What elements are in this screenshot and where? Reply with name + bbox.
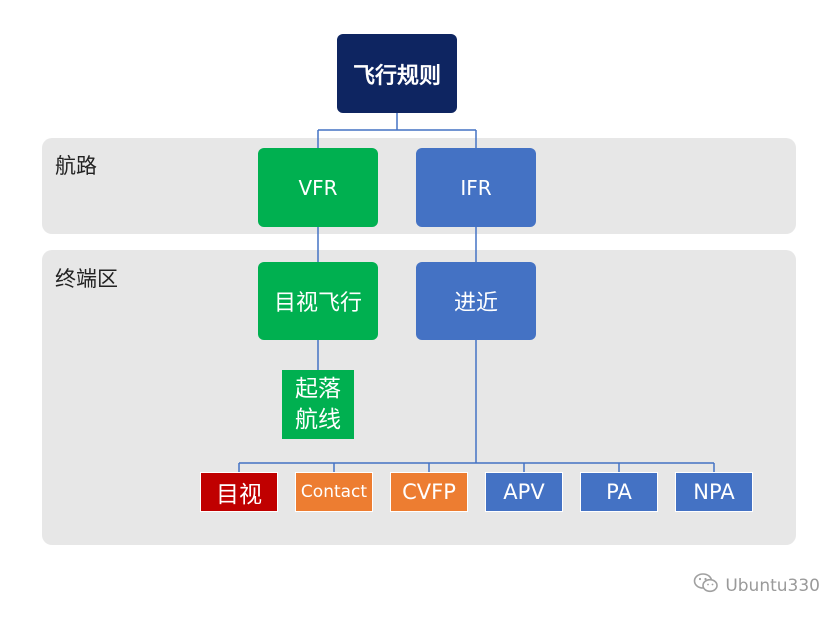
approach-type-cvfp: CVFP: [390, 472, 468, 512]
terminal-band-label: 终端区: [55, 267, 118, 291]
watermark-text: Ubuntu330: [725, 575, 820, 596]
approach-type-label: Contact: [300, 482, 368, 502]
enroute-band-label: 航路: [55, 154, 97, 178]
approach-node: 进近: [416, 262, 536, 340]
traffic-pattern-node: 起落 航线: [282, 370, 354, 439]
vfr-node: VFR: [258, 148, 378, 227]
approach-type-apv: APV: [485, 472, 563, 512]
approach-type-label: PA: [606, 480, 632, 504]
traffic-pattern-label-line2: 航线: [295, 406, 341, 433]
approach-type-npa: NPA: [675, 472, 753, 512]
vfr-label: VFR: [298, 175, 338, 200]
approach-type-label: CVFP: [402, 480, 456, 504]
visual-flight-node: 目视飞行: [258, 262, 378, 340]
ifr-node: IFR: [416, 148, 536, 227]
root-node: 飞行规则: [337, 34, 457, 113]
root-label: 飞行规则: [352, 63, 441, 89]
watermark: Ubuntu330: [693, 572, 820, 599]
approach-type-label: NPA: [693, 480, 735, 504]
wechat-icon: [693, 572, 719, 599]
visual-flight-label: 目视飞行: [273, 291, 362, 316]
approach-type-contact: Contact: [295, 472, 373, 512]
approach-label: 进近: [453, 291, 498, 316]
approach-type-label: APV: [503, 480, 545, 504]
approach-type-label: 目视: [216, 482, 262, 508]
approach-type-pa: PA: [580, 472, 658, 512]
traffic-pattern-label-line1: 起落: [295, 375, 341, 402]
ifr-label: IFR: [460, 175, 492, 200]
approach-type-visual: 目视: [200, 472, 278, 512]
